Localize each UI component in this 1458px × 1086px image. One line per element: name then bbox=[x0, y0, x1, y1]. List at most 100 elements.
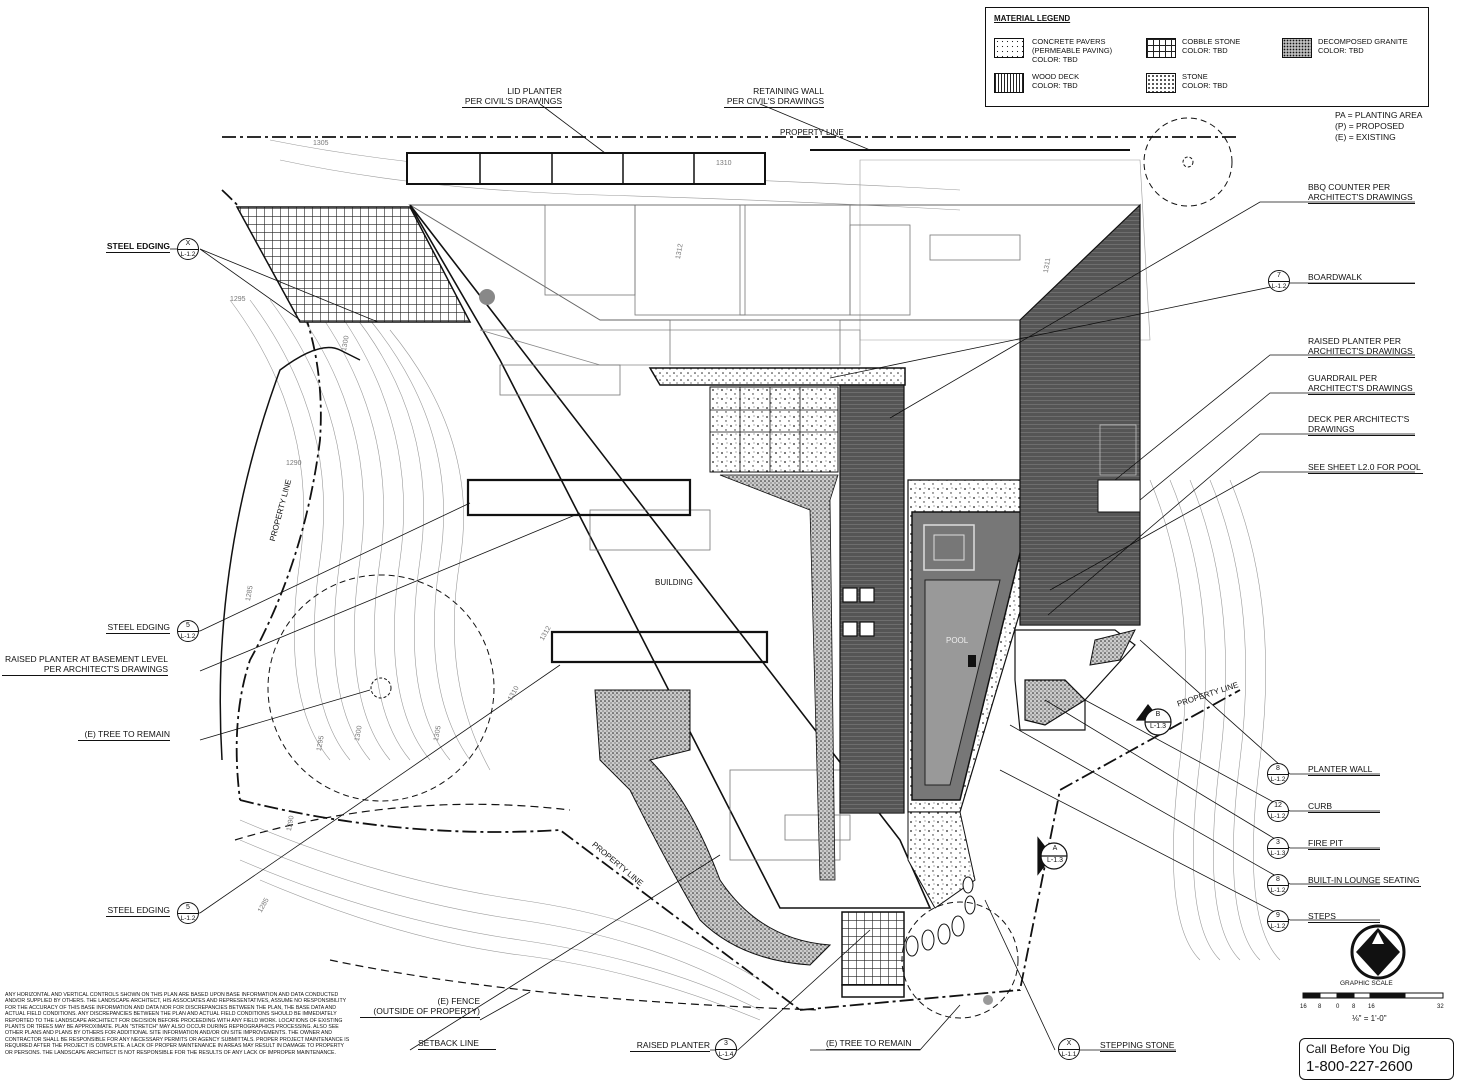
bubble-number: 5 bbox=[178, 621, 198, 632]
stepping-stone-detail-bubble: X L-1.1 bbox=[1058, 1038, 1080, 1060]
bubble-number: 5 bbox=[178, 903, 198, 914]
bubble-number: 3 bbox=[1268, 838, 1288, 849]
legend-item-sub: (PERMEABLE PAVING) bbox=[1032, 46, 1113, 55]
call-before-you-dig-box: Call Before You Dig 1-800-227-2600 bbox=[1299, 1038, 1454, 1080]
bubble-sheet: L-1.2 bbox=[1270, 923, 1286, 930]
legend-decomposed-granite: DECOMPOSED GRANITE COLOR: TBD bbox=[1318, 37, 1408, 55]
raised-planter-callout: RAISED PLANTER bbox=[630, 1040, 710, 1052]
steel-edging-detail-bubble-1: X L-1.2 bbox=[177, 238, 199, 260]
cobble-stone-swatch bbox=[1146, 38, 1176, 58]
contour-label: 1295 bbox=[230, 296, 246, 303]
legend-item-name: STONE bbox=[1182, 72, 1208, 81]
bubble-sheet: L-1.1 bbox=[1061, 1051, 1077, 1058]
lounge-detail-bubble: 8 L-1.2 bbox=[1267, 874, 1289, 896]
bubble-number: X bbox=[178, 239, 198, 250]
contour-label: 1305 bbox=[313, 140, 329, 147]
steps-callout: STEPS bbox=[1308, 911, 1380, 923]
lounge-seating-callout: BUILT-IN LOUNGE SEATING bbox=[1308, 875, 1421, 887]
callout-line: ARCHITECT'S DRAWINGS bbox=[1308, 383, 1415, 395]
scale-tick: 8 bbox=[1352, 1004, 1356, 1010]
graphic-scale-title: GRAPHIC SCALE bbox=[1340, 980, 1393, 987]
callout-line: ARCHITECT'S DRAWINGS bbox=[1308, 192, 1415, 204]
steel-edging-callout-3: STEEL EDGING bbox=[106, 905, 170, 917]
contour-label: 1310 bbox=[716, 160, 732, 167]
legend-item-color: COLOR: TBD bbox=[1032, 81, 1078, 90]
abbr-existing: (E) = EXISTING bbox=[1335, 132, 1396, 142]
wood-deck-swatch bbox=[994, 73, 1024, 93]
planter-wall-callout: PLANTER WALL bbox=[1308, 764, 1380, 776]
no-dig-icon bbox=[1419, 1040, 1449, 1070]
bubble-sheet: L-1.2 bbox=[1270, 776, 1286, 783]
raised-planter-basement-callout: RAISED PLANTER AT BASEMENT LEVEL PER ARC… bbox=[2, 654, 168, 676]
legend-item-color: COLOR: TBD bbox=[1032, 55, 1078, 64]
callout-line: ARCHITECT'S DRAWINGS bbox=[1308, 346, 1415, 358]
boardwalk-detail-bubble: 7 L-1.2 bbox=[1268, 270, 1290, 292]
decomposed-granite-swatch bbox=[1282, 38, 1312, 58]
abbr-proposed: (P) = PROPOSED bbox=[1335, 121, 1405, 131]
legend-item-color: COLOR: TBD bbox=[1182, 81, 1228, 90]
stone-swatch bbox=[1146, 73, 1176, 93]
steel-edging-detail-bubble-3: 5 L-1.2 bbox=[177, 902, 199, 924]
building-label: BUILDING bbox=[655, 578, 693, 587]
callout-line: LID PLANTER bbox=[507, 86, 562, 96]
property-line-top-label: PROPERTY LINE bbox=[780, 128, 844, 137]
legend-item-name: WOOD DECK bbox=[1032, 72, 1080, 81]
legend-item-name: DECOMPOSED GRANITE bbox=[1318, 37, 1408, 46]
steel-edging-detail-bubble-2: 5 L-1.2 bbox=[177, 620, 199, 642]
steel-edging-callout-1: STEEL EDGING bbox=[106, 241, 170, 253]
boardwalk-callout: BOARDWALK bbox=[1308, 272, 1415, 284]
bubble-number: 3 bbox=[716, 1039, 736, 1050]
callout-line: PER CIVIL'S DRAWINGS bbox=[724, 96, 824, 108]
scale-tick: 16 bbox=[1368, 1004, 1375, 1010]
curb-detail-bubble: 12 L-1.2 bbox=[1267, 800, 1289, 822]
bubble-sheet: L-1.2 bbox=[1270, 813, 1286, 820]
section-sheet: L-1.3 bbox=[1047, 857, 1063, 864]
stepping-stone-callout: STEPPING STONE bbox=[1100, 1040, 1176, 1052]
bbq-counter-callout: BBQ COUNTER PER ARCHITECT'S DRAWINGS bbox=[1308, 182, 1415, 204]
scale-tick: 16 bbox=[1300, 1004, 1307, 1010]
tree-remain-bottom-callout: (E) TREE TO REMAIN bbox=[826, 1038, 920, 1050]
planter-wall-detail-bubble: 8 L-1.2 bbox=[1267, 763, 1289, 785]
legend-cobble-stone: COBBLE STONE COLOR: TBD bbox=[1182, 37, 1240, 55]
retaining-wall-callout: RETAINING WALL PER CIVIL'S DRAWINGS bbox=[724, 86, 824, 108]
steps-detail-bubble: 9 L-1.2 bbox=[1267, 910, 1289, 932]
pool-label: POOL bbox=[946, 636, 969, 645]
bubble-sheet: L-1.2 bbox=[180, 633, 196, 640]
curb-callout: CURB bbox=[1308, 801, 1380, 813]
legend-stone: STONE COLOR: TBD bbox=[1182, 72, 1228, 90]
material-legend: MATERIAL LEGEND CONCRETE PAVERS (PERMEAB… bbox=[985, 7, 1429, 107]
legend-wood-deck: WOOD DECK COLOR: TBD bbox=[1032, 72, 1079, 90]
legend-item-name: CONCRETE PAVERS bbox=[1032, 37, 1106, 46]
legend-item-color: COLOR: TBD bbox=[1318, 46, 1364, 55]
callout-line: (E) FENCE bbox=[437, 996, 481, 1006]
legend-item-name: COBBLE STONE bbox=[1182, 37, 1241, 46]
guardrail-callout: GUARDRAIL PER ARCHITECT'S DRAWINGS bbox=[1308, 373, 1415, 395]
setback-line-callout: SETBACK LINE bbox=[418, 1038, 496, 1050]
scale-equation: ⅛" = 1'-0" bbox=[1352, 1014, 1387, 1023]
raised-planter-detail-bubble: 3 L-1.4 bbox=[715, 1038, 737, 1060]
callout-line: DRAWINGS bbox=[1308, 424, 1415, 436]
callout-line: DECK PER ARCHITECT'S bbox=[1308, 414, 1410, 424]
bubble-number: 7 bbox=[1269, 271, 1289, 282]
scale-tick: 0 bbox=[1336, 1004, 1340, 1010]
dig-line-1: Call Before You Dig bbox=[1306, 1042, 1411, 1056]
bubble-sheet: L-1.4 bbox=[718, 1051, 734, 1058]
section-letter: B bbox=[1155, 711, 1161, 718]
lid-planter-callout: LID PLANTER PER CIVIL'S DRAWINGS bbox=[462, 86, 562, 108]
fence-callout: (E) FENCE (OUTSIDE OF PROPERTY) bbox=[360, 996, 480, 1018]
bubble-number: 9 bbox=[1268, 911, 1288, 922]
tree-remain-left-callout: (E) TREE TO REMAIN bbox=[78, 729, 170, 741]
bubble-number: 12 bbox=[1268, 801, 1288, 812]
bubble-number: 8 bbox=[1268, 764, 1288, 775]
callout-line: RAISED PLANTER AT BASEMENT LEVEL bbox=[5, 654, 168, 664]
pool-sheet-callout: SEE SHEET L2.0 FOR POOL bbox=[1308, 462, 1423, 474]
callout-line: BBQ COUNTER PER bbox=[1308, 182, 1391, 192]
bubble-sheet: L-1.2 bbox=[1270, 887, 1286, 894]
section-sheet: L-1.3 bbox=[1150, 723, 1166, 730]
bubble-sheet: L-1.2 bbox=[180, 251, 196, 258]
dig-phone: 1-800-227-2600 bbox=[1306, 1058, 1413, 1075]
callout-line: (OUTSIDE OF PROPERTY) bbox=[360, 1006, 480, 1018]
fire-pit-detail-bubble: 3 L-1.3 bbox=[1267, 837, 1289, 859]
bubble-number: X bbox=[1059, 1039, 1079, 1050]
